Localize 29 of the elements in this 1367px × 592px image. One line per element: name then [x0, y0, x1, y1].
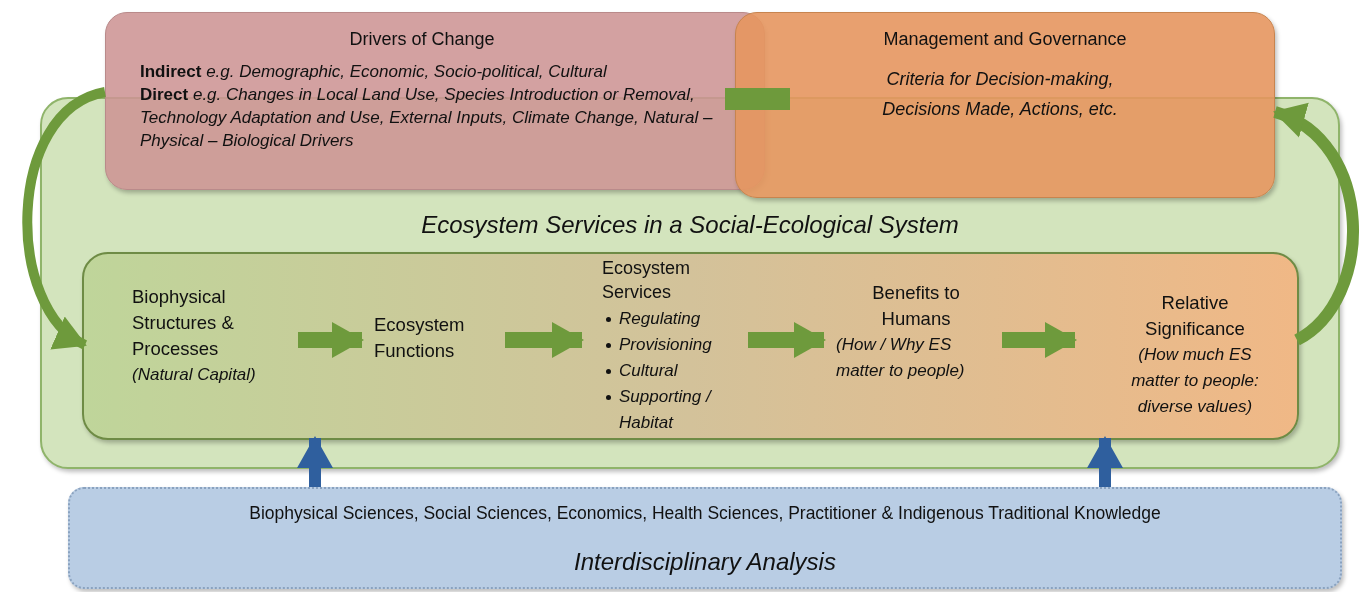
analysis-box — [68, 487, 1342, 589]
arrow — [1002, 322, 1077, 358]
curved-arrow — [22, 87, 107, 350]
driver-text: Direct e.g. Changes in Local Land Use, Species Introduction or Removal, Technology Adaptation and Use, External Inputs, Climate Change, Natural – Physical – Biological Drivers — [140, 84, 714, 152]
bullet-item: Cultural — [606, 358, 752, 384]
step-note: (How / Why ES matter to people) — [836, 334, 966, 382]
arrow — [505, 322, 584, 358]
driver-text: Indirect e.g. Demographic, Economic, Socio-political, Cultural — [140, 61, 608, 83]
step-note: (Natural Capital) — [132, 364, 257, 386]
connector-bar — [725, 88, 790, 110]
step-heading: Benefits to Humans — [871, 281, 961, 331]
arrow — [748, 322, 826, 358]
box-heading: Drivers of Change — [348, 29, 496, 50]
box-heading: Management and Governance — [882, 29, 1128, 50]
step-note: (How much ES matter to people: diverse values) — [1130, 344, 1260, 418]
bullet-item: Regulating — [606, 306, 752, 332]
inner-panel — [82, 252, 1299, 440]
bullet-item: Provisioning — [606, 332, 752, 358]
step-heading: Ecosystem Functions — [374, 313, 466, 363]
disciplines-text: Biophysical Sciences, Social Sciences, Economics, Health Sciences, Practitioner & Indigenous Traditional Knowledge — [248, 503, 1162, 524]
analysis-title: Interdisciplinary Analysis — [573, 548, 837, 576]
box-description: Criteria for Decision-making, Decisions Made, Actions, etc. — [881, 68, 1119, 121]
management-box — [735, 12, 1275, 198]
step-heading: Biophysical Structures & Processes — [132, 285, 235, 361]
panel-title: Ecosystem Services in a Social-Ecological System — [420, 211, 960, 239]
arrow — [298, 322, 364, 358]
step-heading: Relative Significance — [1144, 291, 1246, 341]
step-heading: Ecosystem Services — [602, 257, 692, 304]
bullet-item: Supporting / Habitat — [606, 384, 752, 436]
